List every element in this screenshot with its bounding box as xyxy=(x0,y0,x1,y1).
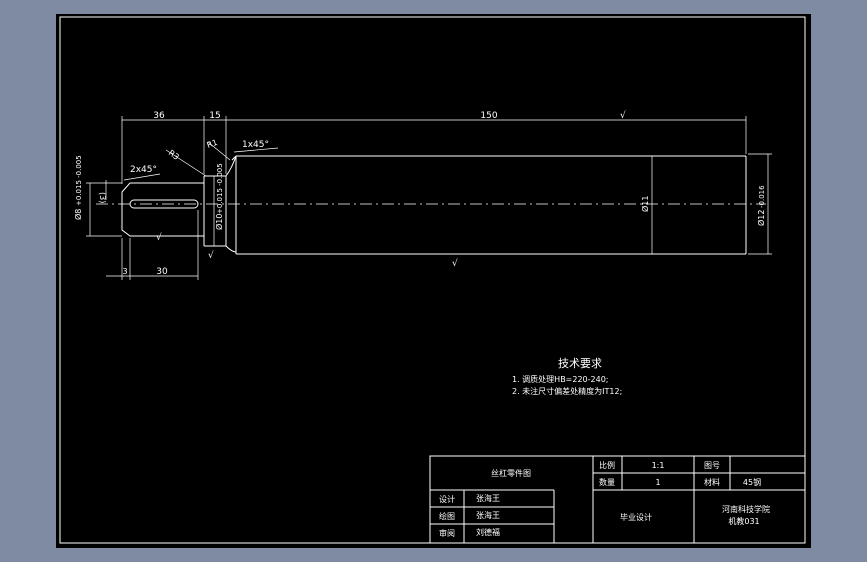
tech-req-title: 技术要求 xyxy=(558,357,602,370)
tb-qty-label: 数量 xyxy=(599,477,615,487)
dim-30: 30 xyxy=(156,267,168,277)
dim-chamfer-2x45: 2x45° xyxy=(130,165,157,175)
tb-design-label: 设计 xyxy=(439,494,455,504)
tb-project: 毕业设计 xyxy=(620,512,652,522)
tb-scale-label: 比例 xyxy=(599,460,615,470)
dim-keyway-depth: (3) xyxy=(98,192,107,203)
tb-material-value: 45钢 xyxy=(743,477,761,487)
tb-school: 河南科技学院 xyxy=(722,504,770,514)
dim-3: 3 xyxy=(122,267,127,276)
tb-review-label: 审阅 xyxy=(439,528,455,538)
tb-drawing-name: 丝杠零件图 xyxy=(491,468,531,478)
dim-dia10: Ø10 xyxy=(214,214,224,230)
tb-draw-label: 绘图 xyxy=(439,511,455,521)
drawing-frame xyxy=(59,16,806,544)
tb-design-name: 张海王 xyxy=(476,493,500,503)
dimension-lines xyxy=(86,116,772,280)
dim-dia12: Ø12 xyxy=(756,210,766,226)
roughness-key-icon: √ xyxy=(156,232,162,243)
drawing-sheet: 36 15 150 30 3 R3 R1 2x45° 1x45° (3) Ø8 … xyxy=(56,14,811,548)
tech-req-line1: 1. 调质处理HB=220-240; xyxy=(512,374,609,384)
dim-dia11: Ø11 xyxy=(640,196,650,212)
title-block xyxy=(429,455,806,544)
tb-qty-value: 1 xyxy=(655,478,660,487)
dim-dia8-tol: +0.015 -0.005 xyxy=(75,155,83,206)
tb-class: 机教031 xyxy=(728,516,759,526)
tb-review-name: 刘德福 xyxy=(476,527,500,537)
tb-drawing-no-label: 图号 xyxy=(704,461,720,470)
roughness-body-icon: √ xyxy=(452,258,458,269)
roughness-top-icon: √ xyxy=(620,110,626,121)
drawing-canvas: 36 15 150 30 3 R3 R1 2x45° 1x45° (3) Ø8 … xyxy=(59,16,806,544)
dim-36: 36 xyxy=(153,111,165,121)
tb-material-label: 材料 xyxy=(704,477,720,487)
dim-dia10-tol: +0.015 -0.005 xyxy=(216,163,224,214)
tech-req-line2: 2. 未注尺寸偏差处精度为IT12; xyxy=(512,386,622,396)
dim-dia12-tol: -0.016 xyxy=(758,185,766,208)
roughness-shoulder-icon: √ xyxy=(208,250,214,261)
dim-r1: R1 xyxy=(206,138,219,150)
tb-draw-name: 张海王 xyxy=(476,510,500,520)
dim-chamfer-1x45: 1x45° xyxy=(242,140,269,150)
dim-dia8: Ø8 xyxy=(73,209,83,220)
dim-150: 150 xyxy=(480,111,497,121)
tb-scale-value: 1:1 xyxy=(652,461,665,470)
dim-15: 15 xyxy=(209,111,220,121)
dim-r3: R3 xyxy=(167,148,181,161)
